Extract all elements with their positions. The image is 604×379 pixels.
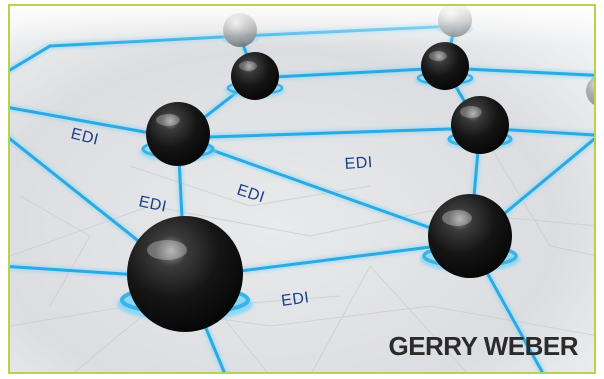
floor-background [10,6,594,372]
edi-label-5: EDI [280,289,310,310]
brand-wordmark: GERRY WEBER [388,331,578,361]
edi-label-3: EDI [137,193,168,215]
image-frame: EDI EDI EDI EDI EDI GERRY WEBER [8,4,596,374]
top-haze [10,6,594,46]
edi-label-1: EDI [69,125,100,148]
edi-label-2: EDI [344,154,373,173]
network-nodes [117,42,520,332]
network-illustration: EDI EDI EDI EDI EDI [10,6,594,372]
